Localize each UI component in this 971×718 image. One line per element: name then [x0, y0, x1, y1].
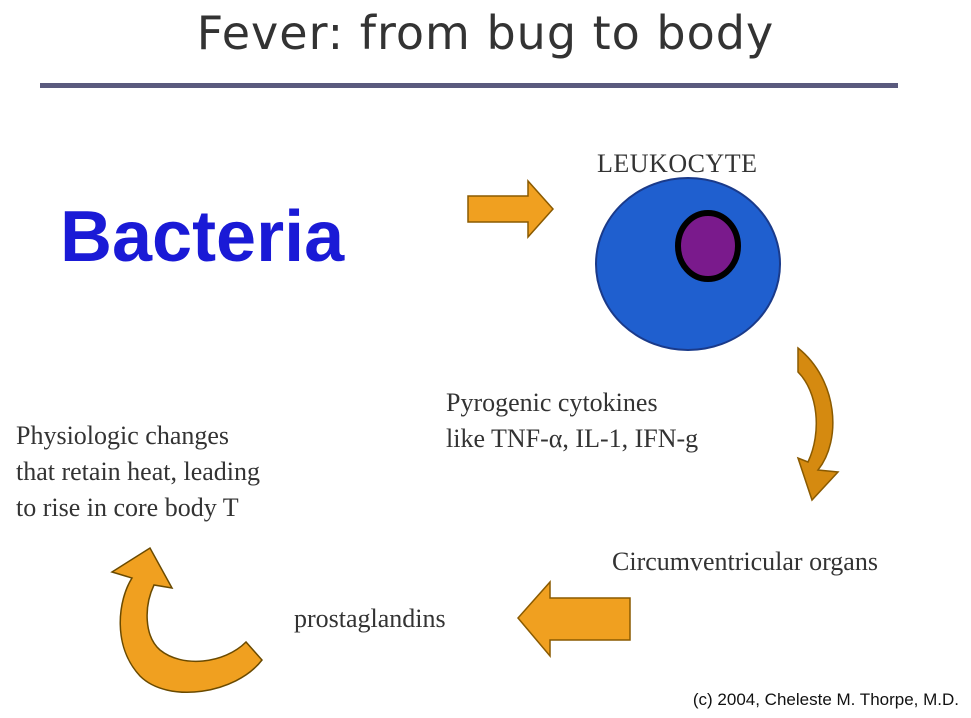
- curved-arrow-down-icon: [798, 348, 838, 500]
- block-arrow-left-icon: [518, 582, 630, 656]
- block-arrow-right-icon: [468, 181, 553, 237]
- curved-arrow-up-icon: [112, 548, 262, 692]
- leukocyte-cell-icon: [596, 178, 780, 350]
